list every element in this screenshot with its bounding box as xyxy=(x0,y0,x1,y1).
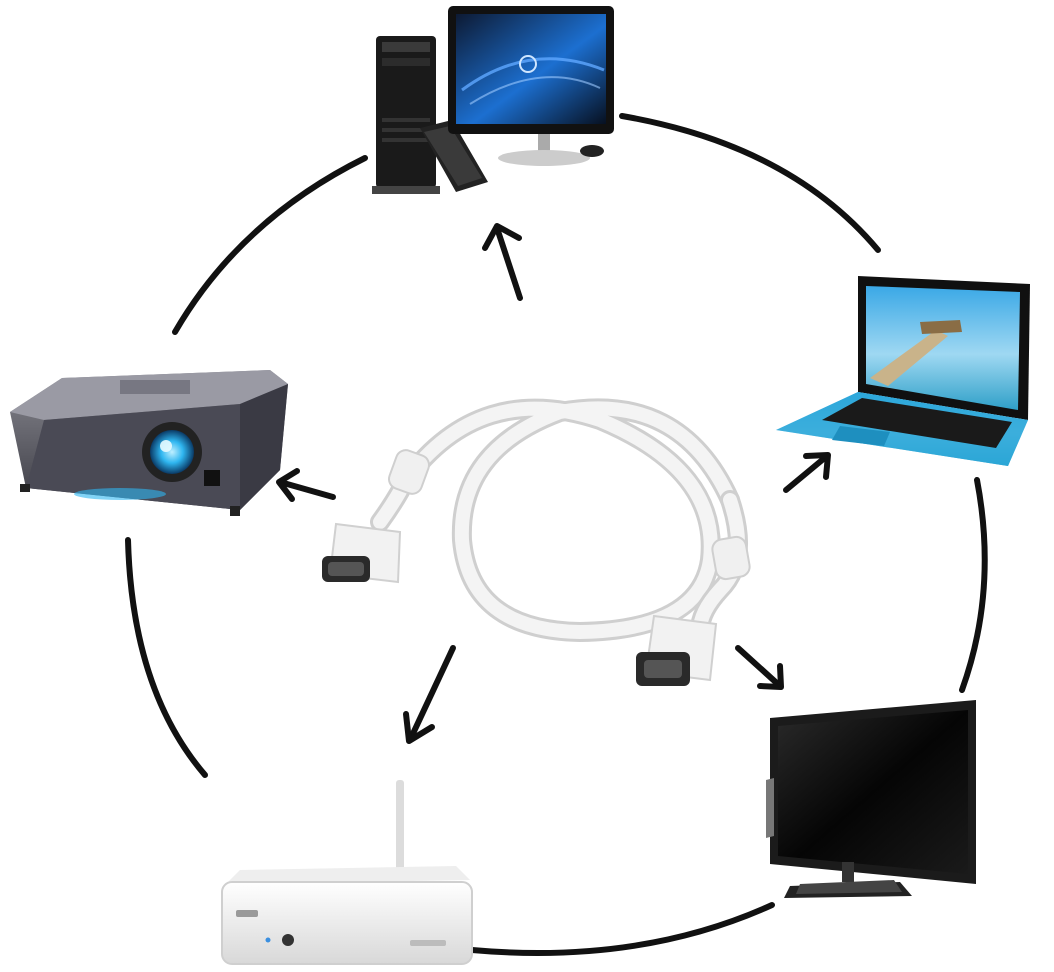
media-player-icon xyxy=(221,780,473,965)
connection-ring xyxy=(125,113,988,956)
ring-segment-right xyxy=(959,477,988,693)
projector-icon xyxy=(10,370,288,516)
laptop-icon xyxy=(776,276,1030,466)
ring-segment-bottom-right xyxy=(469,902,775,956)
vga-connector-right xyxy=(636,614,718,686)
tv-icon xyxy=(766,700,976,898)
arrow-to-media-player xyxy=(403,645,456,744)
vga-connector-left xyxy=(322,522,402,584)
vga-cable-icon xyxy=(322,398,751,686)
arrow-to-projector xyxy=(276,468,336,502)
ring-segment-left xyxy=(125,537,208,778)
arrow-to-tv xyxy=(735,645,784,690)
arrow-to-laptop xyxy=(783,452,831,493)
desktop-computer-icon xyxy=(372,6,614,194)
arrows xyxy=(276,223,831,744)
arrow-to-desktop xyxy=(482,223,523,301)
ring-segment-top-left xyxy=(172,155,368,335)
ring-segment-top-right xyxy=(619,113,881,253)
